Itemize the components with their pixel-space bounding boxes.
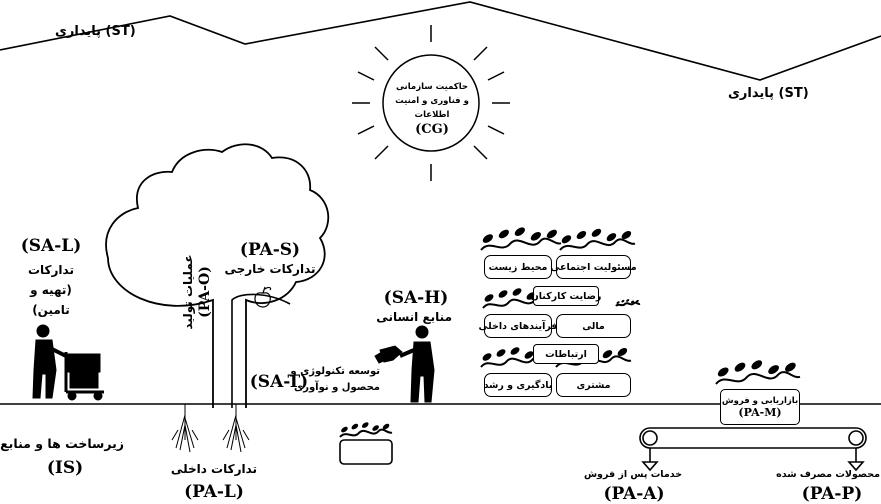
human-resources-label: منابع انسانی xyxy=(376,310,452,324)
employee-satisfaction-box: رضایت کارکنان xyxy=(531,286,601,306)
internal-logistics-code: (PA-L) xyxy=(184,482,244,502)
sun-icon xyxy=(352,25,510,181)
person-carrying-icon xyxy=(374,325,435,403)
governance-code: (CG) xyxy=(415,122,449,137)
after-sales-label: خدمات پس از فروش xyxy=(583,469,683,480)
marketing-code: (PA-M) xyxy=(738,405,782,419)
social-responsibility-box: مسئولیت اجتماعی xyxy=(550,255,637,279)
conveyor-icon xyxy=(639,427,867,472)
empty-box xyxy=(339,439,393,465)
marketing-label: بازاریابی و فروش xyxy=(721,395,799,406)
technology-line-1: توسعه تکنولوژی و xyxy=(290,366,380,377)
plant-icon xyxy=(339,422,393,438)
mountain-outline xyxy=(0,1,881,81)
external-logistics-code: (PA-S) xyxy=(239,240,301,260)
governance-line-3: اطلاعات xyxy=(414,110,450,120)
technology-code: (SA-T) xyxy=(249,372,309,392)
communications-box: ارتباطات xyxy=(533,344,599,364)
products-code: (PA-P) xyxy=(801,484,863,504)
after-sales-code: (PA-A) xyxy=(603,484,665,504)
products-label: محصولات مصرف شده xyxy=(776,469,880,480)
learning-growth-box: یادگیری و رشد xyxy=(484,373,552,397)
worker-cart-icon xyxy=(32,324,104,401)
sustainability-label-right: (ST) پایداری xyxy=(728,86,809,101)
production-code: (PA-O) xyxy=(197,266,213,318)
apple-icon xyxy=(254,286,272,308)
infrastructure-label: زیرساخت ها و منابع xyxy=(0,436,124,451)
environment-box: محیط زیست xyxy=(484,255,552,279)
customer-box: مشتری xyxy=(556,373,631,397)
plant-icon xyxy=(615,299,641,307)
financial-box: مالی xyxy=(556,314,631,338)
logistics-line-1: تدارکات xyxy=(27,263,74,277)
infrastructure-code: (IS) xyxy=(46,458,84,478)
technology-line-2: محصول و نوآوری xyxy=(294,382,380,393)
governance-text: حاکمیت سازمانی و فناوری و امنیت اطلاعات xyxy=(386,80,478,122)
internal-processes-box: فرآیندهای داخلی xyxy=(479,314,557,338)
plant-icon xyxy=(480,227,562,251)
tree-canopy xyxy=(105,143,330,408)
human-resources-code: (SA-H) xyxy=(383,288,449,308)
technology-label: توسعه تکنولوژی و محصول و نوآوری xyxy=(290,364,380,396)
logistics-line-2: (تهیه و xyxy=(30,283,72,297)
production-label: عملیات تولید xyxy=(181,254,195,330)
production-vertical: عملیات تولید (PA-O) xyxy=(180,232,214,352)
plant-icon xyxy=(559,228,636,251)
tree-trunk-inner xyxy=(231,293,291,408)
logistics-code: (SA-L) xyxy=(20,236,82,256)
governance-line-1: حاکمیت سازمانی xyxy=(395,82,469,92)
sustainability-label-left: (ST) پایداری xyxy=(55,24,136,39)
logistics-line-3: تامین) xyxy=(32,303,70,317)
plant-icon xyxy=(715,360,801,385)
internal-logistics-label: تدارکات داخلی xyxy=(170,462,258,476)
governance-line-2: و فناوری و امنیت xyxy=(395,96,469,106)
marketing-box: بازاریابی و فروش (PA-M) xyxy=(720,389,800,425)
external-logistics-label: تدارکات خارجی xyxy=(224,262,316,276)
logistics-label: تدارکات (تهیه و تامین) xyxy=(14,260,88,320)
roots-icon xyxy=(171,404,250,453)
